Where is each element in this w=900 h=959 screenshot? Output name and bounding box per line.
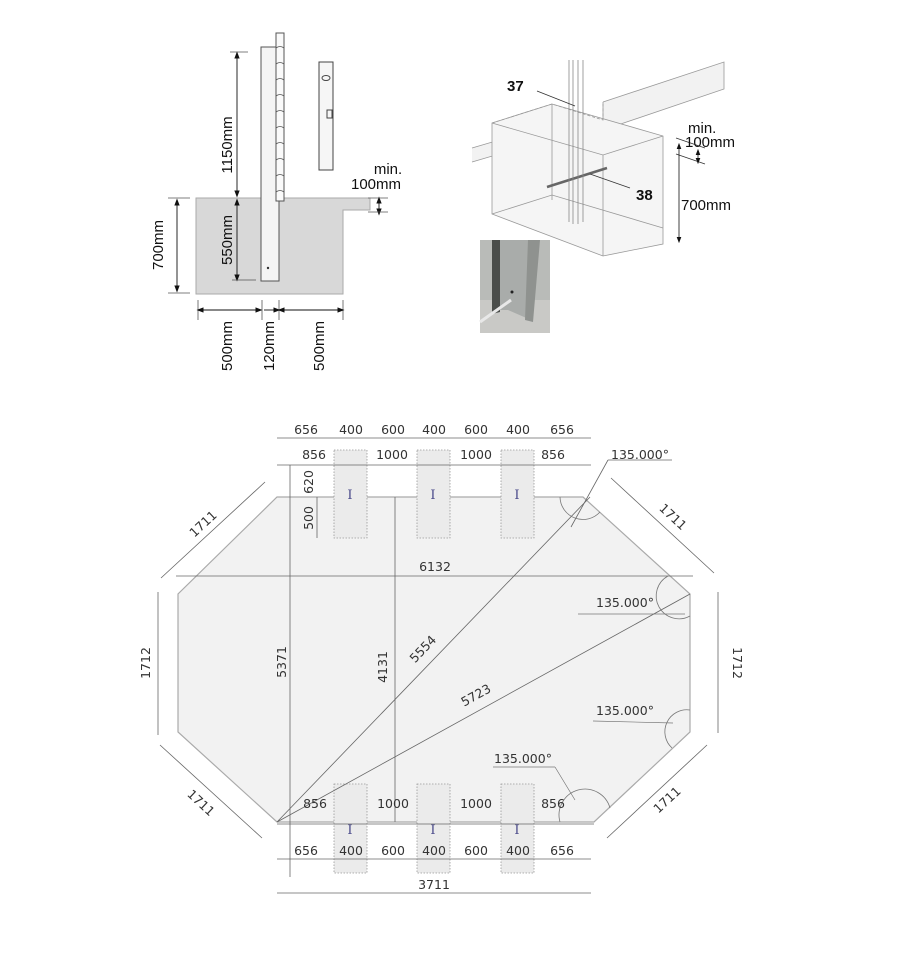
dim-top-856a: 856 bbox=[302, 447, 326, 462]
dim-bot-600b: 600 bbox=[464, 843, 488, 858]
dim-bot-1000a: 1000 bbox=[377, 796, 409, 811]
post-hole bbox=[266, 266, 270, 270]
dim-4131: 4131 bbox=[375, 651, 390, 683]
dim-bot-400b: 400 bbox=[422, 843, 446, 858]
dim-top-1000b: 1000 bbox=[460, 447, 492, 462]
dim-top-656a: 656 bbox=[294, 422, 318, 437]
dim-bot-400c: 400 bbox=[506, 843, 530, 858]
dim-620: 620 bbox=[301, 470, 316, 494]
dim-bot-600a: 600 bbox=[381, 843, 405, 858]
angle-right-lower: 135.000° bbox=[596, 703, 654, 718]
dim-top-400a: 400 bbox=[339, 422, 363, 437]
section-view: 1150mm 550mm 700mm min. 100mm 500mm 120m… bbox=[150, 32, 402, 371]
dim-top-400b: 400 bbox=[422, 422, 446, 437]
dim-1712-left: 1712 bbox=[138, 647, 153, 679]
plan-view: I I I I I I bbox=[138, 422, 745, 894]
dim-700mm: 700mm bbox=[150, 220, 167, 270]
dim-bot-656b: 656 bbox=[550, 843, 574, 858]
angle-bottom-right: 135.000° bbox=[494, 751, 552, 766]
spirit-level-icon bbox=[318, 61, 334, 171]
dim-3711: 3711 bbox=[418, 877, 450, 892]
dim-top-600a: 600 bbox=[381, 422, 405, 437]
post-marker: I bbox=[347, 823, 352, 838]
post-marker: I bbox=[430, 823, 435, 838]
callout-37: 37 bbox=[507, 78, 524, 95]
dim-bot-1000b: 1000 bbox=[460, 796, 492, 811]
dim-120mm: 120mm bbox=[261, 321, 278, 371]
dim-5371: 5371 bbox=[274, 646, 289, 678]
min-value: 100mm bbox=[351, 176, 401, 193]
dim-top-600b: 600 bbox=[464, 422, 488, 437]
wall-band-right bbox=[602, 61, 725, 131]
dim-1711-lower-right: 1711 bbox=[650, 783, 683, 816]
callout-38: 38 bbox=[636, 187, 653, 204]
dim-1712-right: 1712 bbox=[730, 647, 745, 679]
post-marker: I bbox=[430, 488, 435, 503]
dim-top-1000a: 1000 bbox=[376, 447, 408, 462]
dim-1711-lower-left: 1711 bbox=[184, 786, 217, 819]
dim-1711-upper-left: 1711 bbox=[186, 507, 219, 540]
dim-6132: 6132 bbox=[419, 559, 451, 574]
dim-bot-400a: 400 bbox=[339, 843, 363, 858]
dim-500mm-right: 500mm bbox=[311, 321, 328, 371]
dim-bot-856b: 856 bbox=[541, 796, 565, 811]
inset-photo bbox=[479, 240, 550, 333]
post-notches bbox=[275, 46, 285, 193]
post-iso bbox=[568, 60, 584, 224]
post-marker: I bbox=[514, 488, 519, 503]
footing-box bbox=[491, 103, 664, 257]
post-marker: I bbox=[514, 823, 519, 838]
angle-top-right: 135.000° bbox=[611, 447, 669, 462]
dim-550mm: 550mm bbox=[219, 215, 236, 265]
dim-1150mm: 1150mm bbox=[219, 116, 236, 173]
post-marker: I bbox=[347, 488, 352, 503]
iso-min-value: 100mm bbox=[685, 134, 735, 151]
iso-depth: 700mm bbox=[681, 197, 731, 214]
post-rail bbox=[275, 32, 285, 202]
dim-top-400c: 400 bbox=[506, 422, 530, 437]
dim-bot-856a: 856 bbox=[303, 796, 327, 811]
min-label: min. bbox=[374, 161, 402, 178]
dim-500: 500 bbox=[301, 506, 316, 530]
dim-bot-656a: 656 bbox=[294, 843, 318, 858]
dim-top-656b: 656 bbox=[550, 422, 574, 437]
dim-top-856b: 856 bbox=[541, 447, 565, 462]
dim-1711-upper-right: 1711 bbox=[656, 500, 689, 533]
dim-500mm-left: 500mm bbox=[219, 321, 236, 371]
iso-min-label: min. bbox=[688, 120, 716, 137]
iso-view bbox=[471, 60, 725, 257]
angle-right-upper: 135.000° bbox=[596, 595, 654, 610]
